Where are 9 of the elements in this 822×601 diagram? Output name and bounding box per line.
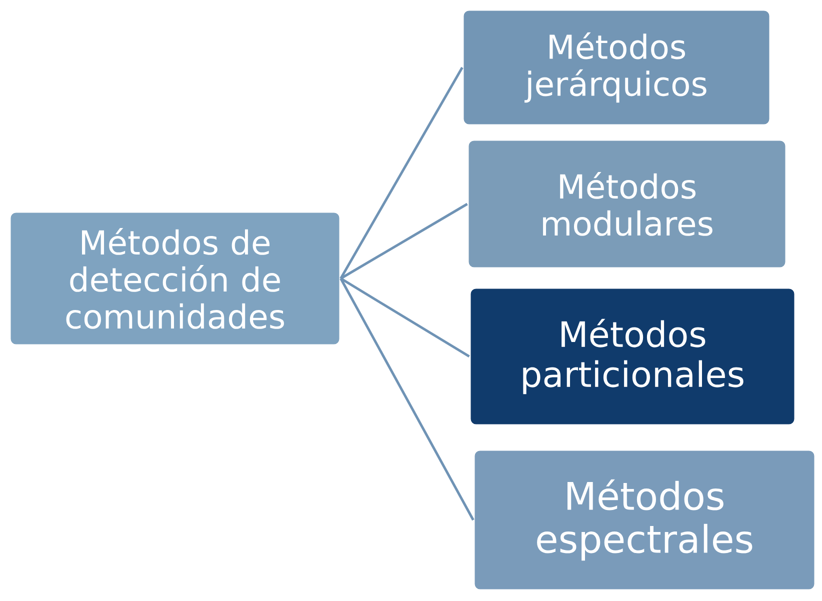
connector-line bbox=[340, 278, 474, 521]
method-box: Métodos particionales bbox=[469, 287, 796, 426]
method-box: Métodos de detección de comunidades bbox=[9, 211, 341, 346]
method-box: Métodos jerárquicos bbox=[462, 9, 771, 126]
connector-line bbox=[340, 277, 470, 358]
connector-line bbox=[340, 66, 464, 280]
method-box: Métodos modulares bbox=[467, 139, 787, 269]
method-box: Métodos espectrales bbox=[473, 449, 816, 591]
connector-line bbox=[340, 202, 468, 280]
